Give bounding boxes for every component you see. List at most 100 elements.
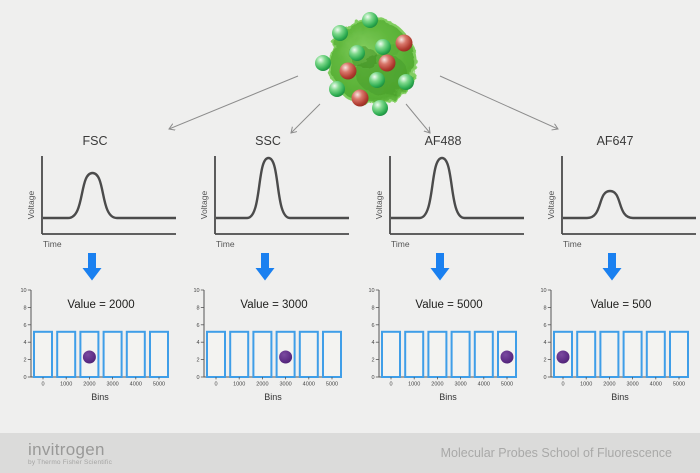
histogram-bar (125, 330, 146, 378)
histogram-bar (252, 330, 273, 378)
green-bead-icon (362, 12, 378, 28)
y-tick-label: 10 (193, 288, 199, 294)
y-tick-label: 2 (24, 358, 27, 364)
y-tick-label: 8 (197, 305, 200, 311)
pulse-axes (389, 156, 524, 235)
detector-label: AF488 (424, 134, 462, 148)
histogram-bar (322, 330, 342, 378)
bin-tick-label: 0 (561, 382, 564, 388)
y-tick-label: 4 (372, 340, 375, 346)
cell-illustration (315, 12, 417, 116)
pulse-axes (561, 156, 696, 235)
pulse-ylabel: Voltage (199, 191, 209, 220)
footer-title: Molecular Probes School of Fluorescence (440, 446, 672, 460)
bin-tick-label: 2000 (83, 382, 95, 388)
bin-tick-label: 1000 (408, 382, 420, 388)
bin-tick-label: 5000 (326, 382, 338, 388)
bin-tick-label: 5000 (153, 382, 165, 388)
histogram-bar (381, 330, 401, 378)
pulse-axes (41, 156, 176, 235)
bin-tick-label: 5000 (501, 382, 513, 388)
histogram-bar (56, 330, 77, 378)
bin-tick-label: 3000 (279, 382, 291, 388)
histogram-title: Value = 5000 (415, 299, 482, 311)
green-bead-icon (349, 45, 365, 61)
histogram-bar (404, 330, 425, 378)
voltage-pulse-line (43, 171, 176, 220)
pulse-ylabel: Voltage (546, 191, 556, 220)
invitrogen-logo: invitrogen by Thermo Fisher Scientific (28, 441, 112, 466)
bin-tick-label: 4000 (478, 382, 490, 388)
histogram-bar (149, 330, 169, 378)
y-tick-label: 10 (20, 288, 26, 294)
bin-tick-label: 0 (389, 382, 392, 388)
green-bead-icon (329, 81, 345, 97)
down-arrow-icon (602, 253, 622, 281)
histogram-xlabel: Bins (264, 392, 282, 402)
histogram-bar (427, 330, 448, 378)
green-bead-icon (372, 100, 388, 116)
pulse-ylabel: Voltage (26, 191, 36, 220)
histogram-bar (229, 330, 250, 378)
y-tick-label: 8 (372, 305, 375, 311)
histogram-bar (645, 330, 666, 378)
histogram-bar (298, 330, 319, 378)
y-tick-label: 2 (372, 358, 375, 364)
histogram-bar (576, 330, 597, 378)
histogram-bar (473, 330, 494, 378)
data-point-dot (500, 350, 514, 364)
bin-tick-label: 4000 (303, 382, 315, 388)
pulse-xlabel: Time (391, 239, 410, 249)
data-point-dot (82, 350, 96, 364)
down-arrow-shape (255, 253, 275, 281)
histogram-title: Value = 500 (591, 299, 652, 311)
y-tick-label: 6 (197, 323, 200, 329)
down-arrow-shape (602, 253, 622, 281)
voltage-pulse-line (391, 156, 524, 220)
bin-tick-label: 0 (214, 382, 217, 388)
green-bead-icon (375, 39, 391, 55)
data-point-dot (556, 350, 570, 364)
bin-tick-label: 3000 (106, 382, 118, 388)
histogram-bar (622, 330, 643, 378)
histogram-xlabel: Bins (439, 392, 457, 402)
histogram-bar (33, 330, 53, 378)
red-bead-icon (395, 34, 413, 52)
y-tick-label: 8 (544, 305, 547, 311)
y-tick-label: 0 (544, 375, 547, 381)
y-tick-label: 8 (24, 305, 27, 311)
y-tick-label: 10 (368, 288, 374, 294)
voltage-pulse-line (216, 156, 349, 220)
y-tick-label: 6 (24, 323, 27, 329)
y-tick-label: 2 (197, 358, 200, 364)
red-bead-icon (351, 89, 369, 107)
probe-beads (315, 12, 414, 116)
connector-arrow-af647 (439, 75, 558, 129)
pulse-xlabel: Time (216, 239, 235, 249)
bin-tick-label: 0 (41, 382, 44, 388)
y-tick-label: 0 (197, 375, 200, 381)
pulse-xlabel: Time (43, 239, 62, 249)
histogram-bar (669, 330, 689, 378)
histogram-bar (599, 330, 620, 378)
down-arrow-icon (82, 253, 102, 281)
footer-bar: invitrogen by Thermo Fisher Scientific M… (0, 433, 700, 473)
green-bead-icon (398, 74, 414, 90)
brand-subtitle: by Thermo Fisher Scientific (28, 458, 113, 466)
y-tick-label: 2 (544, 358, 547, 364)
pulse-axes (214, 156, 349, 235)
bin-tick-label: 3000 (454, 382, 466, 388)
bin-tick-label: 1000 (60, 382, 72, 388)
brand-name: invitrogen (28, 439, 105, 459)
green-bead-icon (332, 25, 348, 41)
